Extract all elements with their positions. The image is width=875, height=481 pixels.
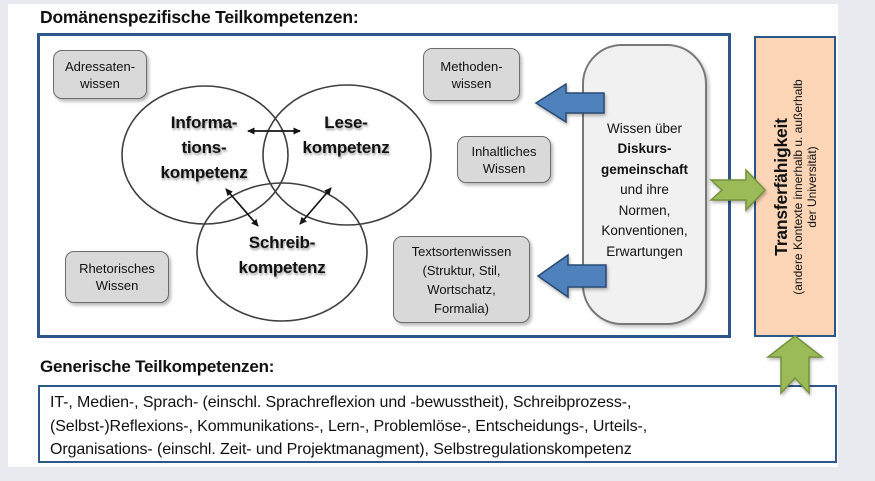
diskurs-line: gemeinschaft xyxy=(600,161,689,177)
schreibkompetenz-label: Schreib- kompetenz xyxy=(212,230,352,280)
inhaltliches-wissen-line: Wissen xyxy=(482,160,526,176)
domain-section-title: Domänenspezifische Teilkompetenzen: xyxy=(40,7,359,27)
generic-section-title: Generische Teilkompetenzen: xyxy=(40,357,275,376)
venn-label-line: Lese- xyxy=(324,113,368,132)
textsortenwissen-line: Wortschatz, xyxy=(427,281,496,297)
diskurs-line: Erwartungen xyxy=(606,243,683,259)
methodenwissen-box: Methoden- wissen xyxy=(423,48,520,101)
generic-competencies-line: IT-, Medien-, Sprach- (einschl. Sprachre… xyxy=(50,394,632,411)
venn-label-line: kompetenz xyxy=(302,138,390,157)
rhetorisches-wissen-box: Rhetorisches Wissen xyxy=(65,251,169,303)
generic-competencies-line: Organisations- (einschl. Zeit- und Proje… xyxy=(50,441,632,458)
inhaltliches-wissen-box: Inhaltliches Wissen xyxy=(457,136,551,183)
rhetorisches-wissen-line: Wissen xyxy=(95,278,139,293)
adressatenwissen-line: Adressaten- xyxy=(64,58,136,74)
diskursgemeinschaft-box: Wissen über Diskurs- gemeinschaft und ih… xyxy=(582,44,707,325)
venn-label-line: kompetenz xyxy=(238,258,326,277)
transferfaehigkeit-subtitle: der Universität) xyxy=(804,145,819,228)
textsortenwissen-line: Textsortenwissen xyxy=(411,243,512,259)
methodenwissen-line: wissen xyxy=(451,75,492,91)
transferfaehigkeit-text: Transferfähigkeit (andere Kontexte inner… xyxy=(771,37,819,337)
diskurs-line: und ihre xyxy=(620,182,669,198)
adressatenwissen-line: wissen xyxy=(80,75,120,91)
diskurs-line: Konventionen, xyxy=(601,223,688,239)
textsortenwissen-line: Formalia) xyxy=(434,300,489,316)
rhetorisches-wissen-line: Rhetorisches xyxy=(79,261,155,276)
methodenwissen-line: Methoden- xyxy=(440,58,503,74)
diskurs-line: Normen, xyxy=(618,202,671,218)
venn-label-line: kompetenz xyxy=(160,163,248,182)
transferfaehigkeit-title: Transferfähigkeit xyxy=(771,117,791,256)
inhaltliches-wissen-line: Inhaltliches xyxy=(471,143,537,159)
venn-label-line: Informa- xyxy=(170,113,238,132)
textsortenwissen-box: Textsortenwissen (Struktur, Stil, Wortsc… xyxy=(393,236,530,323)
transferfaehigkeit-box: Transferfähigkeit (andere Kontexte inner… xyxy=(754,36,836,337)
venn-label-line: Schreib- xyxy=(248,233,316,252)
transferfaehigkeit-subtitle: (andere Kontexte innerhalb u. außerhalb xyxy=(791,78,805,295)
diskurs-line: Diskurs- xyxy=(617,141,672,157)
textsortenwissen-line: (Struktur, Stil, xyxy=(422,262,501,278)
generic-competencies-panel: IT-, Medien-, Sprach- (einschl. Sprachre… xyxy=(38,385,837,463)
informationskompetenz-label: Informa- tions- kompetenz xyxy=(134,110,274,185)
diskurs-line: Wissen über xyxy=(606,120,683,136)
lesekompetenz-label: Lese- kompetenz xyxy=(276,110,416,160)
generic-competencies-line: (Selbst-)Reflexions-, Kommunikations-, L… xyxy=(50,417,648,435)
venn-label-line: tions- xyxy=(181,138,227,157)
adressatenwissen-box: Adressaten- wissen xyxy=(53,50,147,99)
